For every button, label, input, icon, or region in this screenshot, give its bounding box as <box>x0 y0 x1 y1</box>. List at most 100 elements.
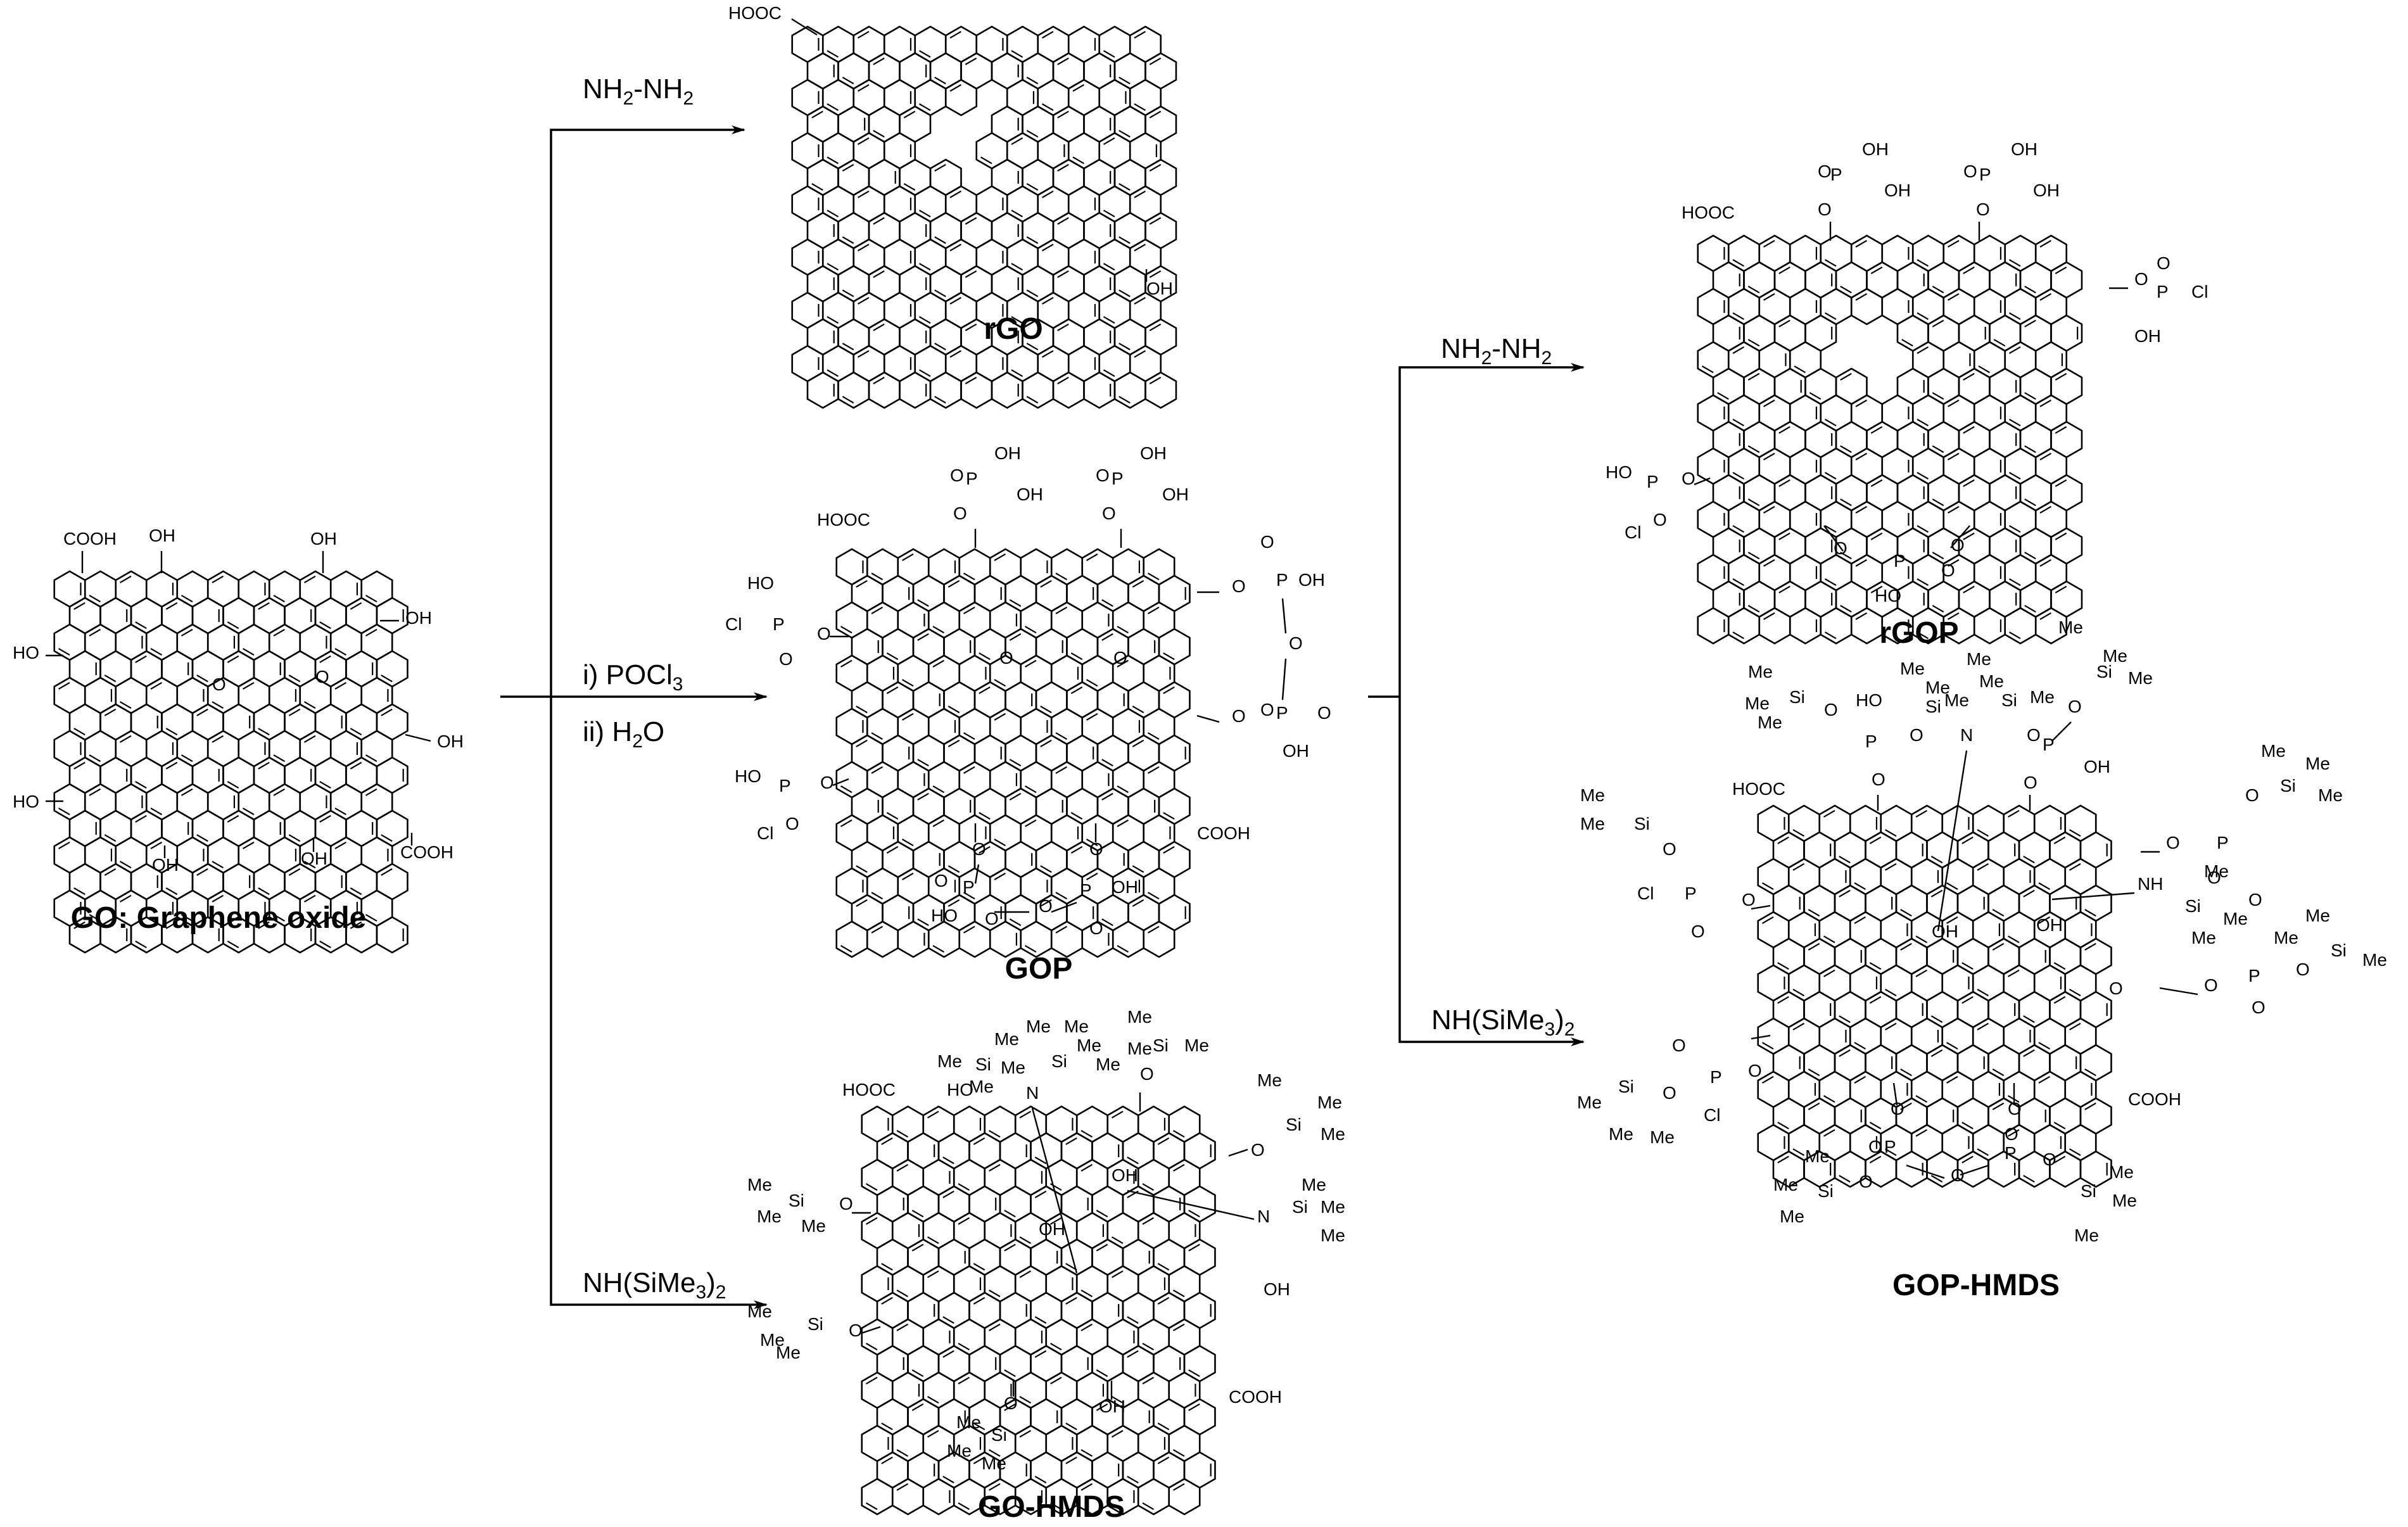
double-bond <box>988 1163 1001 1172</box>
atom-label: OH <box>2036 915 2063 935</box>
double-bond <box>2039 505 2052 514</box>
atom-label: Me <box>1580 785 1605 805</box>
double-bond <box>886 812 899 820</box>
double-bond <box>381 708 393 716</box>
double-bond <box>873 130 885 138</box>
double-bond <box>1172 1163 1185 1172</box>
double-bond <box>1917 578 1929 586</box>
double-bond <box>1900 1102 1912 1110</box>
double-bond <box>365 754 377 763</box>
double-bond <box>1080 1289 1093 1298</box>
double-bond <box>1055 925 1068 934</box>
double-bond <box>258 602 270 610</box>
atom-label: P <box>779 776 791 795</box>
atom-label: N <box>1960 725 1973 745</box>
double-bond <box>1915 1095 1928 1103</box>
atom-label: Me <box>1317 1093 1342 1112</box>
double-bond <box>973 1137 985 1145</box>
atom-label: O <box>1868 1137 1882 1156</box>
double-bond <box>1747 372 1760 381</box>
double-bond <box>104 708 117 716</box>
double-bond <box>980 156 992 165</box>
atom-label: Me <box>1321 1197 1345 1217</box>
atom-label: OH <box>1264 1279 1290 1299</box>
double-bond <box>1011 369 1023 377</box>
double-bond <box>979 652 991 661</box>
double-bond <box>1055 732 1068 740</box>
atom-label: O <box>212 675 226 694</box>
double-bond <box>918 316 931 324</box>
double-bond <box>881 1137 893 1145</box>
double-bond <box>1049 1343 1062 1351</box>
atom-label: HO <box>1856 690 1882 710</box>
double-bond <box>1792 829 1805 837</box>
atom-label: P <box>2248 966 2260 985</box>
double-bond <box>1080 1323 1093 1331</box>
double-bond <box>2023 1175 2035 1183</box>
label-gop: GOP <box>1005 952 1073 985</box>
double-bond <box>2053 996 2066 1004</box>
atom-label: HO <box>931 906 958 925</box>
atom-label: Me <box>1944 690 1969 710</box>
atom-label: Si <box>1618 1077 1634 1096</box>
double-bond <box>963 573 975 581</box>
atom-label: HO <box>13 792 39 811</box>
double-bond <box>1132 899 1144 907</box>
double-bond <box>1869 1155 1882 1163</box>
double-bond <box>2039 293 2052 301</box>
double-bond <box>958 1376 970 1384</box>
double-bond <box>1747 339 1760 347</box>
double-bond <box>2007 809 2020 818</box>
atom-label: O <box>1818 200 1832 219</box>
atom-label: HO <box>735 766 761 786</box>
double-bond <box>840 626 852 634</box>
double-bond <box>932 626 945 634</box>
double-bond <box>911 1369 924 1378</box>
double-bond <box>856 580 868 588</box>
atom-label: Me <box>1773 1175 1798 1194</box>
double-bond <box>896 1483 909 1491</box>
double-bond <box>2055 426 2067 434</box>
atom-label: O <box>2157 253 2170 273</box>
double-bond <box>2039 399 2052 407</box>
double-bond <box>1917 346 1929 354</box>
double-bond <box>1132 739 1144 747</box>
double-bond <box>1869 836 1882 844</box>
double-bond <box>165 761 178 770</box>
double-bond <box>1792 863 1805 871</box>
double-bond <box>350 887 362 896</box>
double-bond <box>1977 863 1989 871</box>
double-bond <box>2008 346 2021 354</box>
double-bond <box>1055 573 1068 581</box>
atom-label: O <box>1089 839 1103 859</box>
double-bond <box>1809 392 1822 400</box>
double-bond <box>1763 452 1775 460</box>
atom-label: Cl <box>2191 282 2208 301</box>
double-bond <box>2008 525 2021 533</box>
double-bond <box>934 343 946 351</box>
arrow-go-to-rgo <box>550 125 745 697</box>
double-bond <box>911 1403 924 1411</box>
double-bond <box>1070 652 1083 661</box>
double-bond <box>2038 882 2051 890</box>
double-bond <box>1103 137 1115 145</box>
double-bond <box>1747 498 1760 507</box>
atom-label: Me <box>1026 1017 1051 1036</box>
double-bond <box>1946 1042 1958 1050</box>
atom-label: COOH <box>1229 1387 1282 1407</box>
double-bond <box>1011 50 1023 58</box>
double-bond <box>1149 163 1162 172</box>
double-bond <box>1127 1316 1139 1324</box>
double-bond <box>1869 962 1882 970</box>
double-bond <box>1188 1243 1200 1251</box>
atom-label: P <box>1647 472 1659 491</box>
double-bond <box>1086 679 1098 687</box>
atom-label: Me <box>1748 662 1773 681</box>
double-bond <box>2055 585 2067 593</box>
double-bond <box>918 369 931 377</box>
double-bond <box>901 839 914 847</box>
double-bond <box>288 675 301 683</box>
atom-label: O <box>1818 162 1832 181</box>
double-bond <box>1118 396 1131 404</box>
